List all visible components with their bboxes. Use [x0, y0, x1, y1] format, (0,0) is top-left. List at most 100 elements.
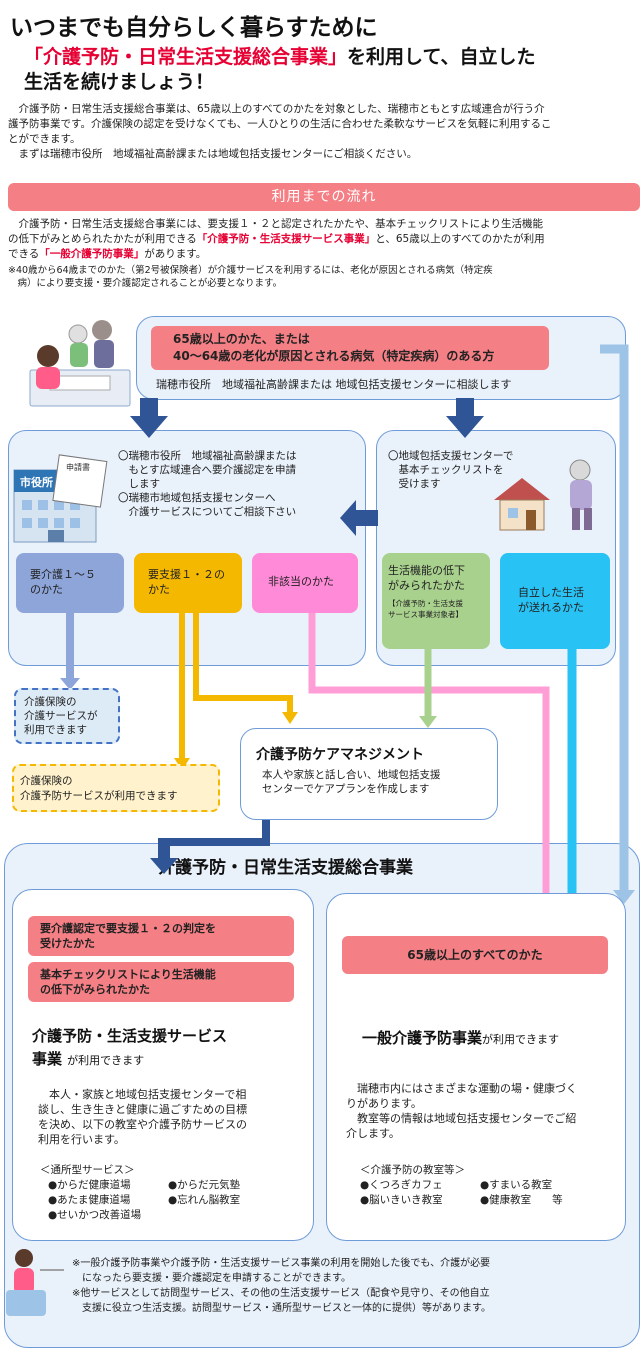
care-service-outcome: 介護保険の 介護サービスが 利用できます — [14, 688, 120, 744]
category-sublabel: 【介護予防・生活支援 — [388, 599, 463, 608]
category-label: 自立した生活 — [518, 586, 584, 599]
category-label: がみられたかた — [388, 579, 465, 592]
note-line: 病）により要支援・要介護認定されることが必要となります。 — [8, 278, 283, 289]
footnotes: ※一般介護予防事業や介護予防・生活支援サービス事業の利用を開始した後でも、介護が… — [72, 1256, 628, 1316]
list-row: ●くつろぎカフェ●すまいる教室 — [360, 1178, 596, 1193]
list-item: ●すまいる教室 — [480, 1179, 553, 1191]
condition-support12: 要介護認定で要支援１・２の判定を 受けたかた — [28, 916, 294, 956]
intro-text: 介護予防・日常生活支援総合事業は、65歳以上のすべてのかたを対象とした、瑞穂市と… — [8, 102, 640, 162]
checklist-text: 〇地域包括支援センターで 基本チェックリストを 受けます — [388, 449, 588, 491]
list-item: ●からだ元気塾 — [168, 1179, 241, 1191]
arrow-to-program — [150, 818, 270, 874]
subtitle-highlight: 「介護予防・日常生活支援総合事業」 — [24, 46, 348, 68]
flow-desc-text: できる — [8, 248, 40, 260]
service-business-suffix: が利用できます — [67, 1054, 145, 1067]
category-label: 生活機能の低下 — [388, 564, 465, 577]
checklist-line: 〇地域包括支援センターで — [388, 450, 514, 462]
day-service-list: ●からだ健康道場 ●からだ元気塾 ●あたま健康道場 ●忘れん脳教室 ●せいかつ改善道… — [48, 1178, 278, 1223]
intro-line: 介護予防・日常生活支援総合事業は、65歳以上のすべてのかたを対象とした、瑞穂市と… — [8, 103, 545, 115]
target-line: 65歳以上のかた、または — [173, 332, 310, 346]
general-prevention-title-text: 一般介護予防事業 — [362, 1029, 483, 1047]
condition-line: 要介護認定で要支援１・２の判定を — [40, 922, 216, 935]
prevention-service-outcome: 介護保険の 介護予防サービスが利用できます — [12, 764, 220, 812]
desc-line: 瑞穂市内にはさまざまな運動の場・健康づく — [346, 1082, 577, 1095]
desc-line: を決め、以下の教室や介護予防サービスの — [38, 1118, 247, 1131]
service-business-title-2: 事業 が利用できます — [32, 1048, 144, 1069]
list-item: ●せいかつ改善道場 — [48, 1209, 142, 1221]
day-service-heading: ＜通所型サービス＞ — [40, 1164, 135, 1176]
class-heading: ＜介護予防の教室等＞ — [360, 1164, 465, 1176]
arrow-down-right — [446, 398, 484, 438]
flow-note: ※40歳から64歳までのかた（第2号被保険者）が介護サービスを利用するには、老化… — [8, 264, 640, 290]
application-line: します — [118, 478, 160, 490]
care-management-title: 介護予防ケアマネジメント — [256, 747, 424, 763]
outcome-line: 介護予防サービスが利用できます — [20, 790, 178, 802]
category-care1-5: 要介護１～５ のかた — [16, 553, 124, 613]
category-decline: 生活機能の低下 がみられたかた 【介護予防・生活支援 サービス事業対象者】 — [382, 553, 490, 649]
blue-arrow-head — [613, 890, 635, 904]
checklist-line: 受けます — [388, 478, 441, 490]
condition-line: の低下がみられたかた — [40, 983, 150, 996]
laundry-illustration — [6, 1249, 64, 1316]
outcome-line: 介護サービスが — [24, 710, 98, 722]
desc-line: 教室等の情報は地域包括支援センターでご紹 — [346, 1112, 577, 1125]
list-row: ●あたま健康道場 ●忘れん脳教室 — [48, 1193, 278, 1208]
footnote-line: ※他サービスとして訪問型サービス、その他の生活支援サービス（配食や見守り、その他… — [72, 1288, 490, 1299]
list-item: ●脳いきいき教室 — [360, 1194, 443, 1206]
flow-desc-line: できる「一般介護予防事業」があります。 — [8, 247, 640, 262]
arrow-left — [340, 500, 378, 536]
desc-line: 介します。 — [346, 1127, 400, 1140]
program-title: 介護予防・日常生活支援総合事業 — [158, 858, 413, 878]
category-label: が送れるかた — [518, 601, 584, 614]
note-line: ※40歳から64歳までのかた（第2号被保険者）が介護サービスを利用するには、老化… — [8, 265, 493, 276]
page-title: いつまでも自分らしく暮らすために — [10, 15, 378, 41]
desc-line: りがあります。 — [346, 1097, 422, 1110]
consultation-illustration — [29, 320, 131, 407]
condition-line: 受けたかた — [40, 937, 95, 950]
service-business-desc: 本人・家族と地域包括支援センターで相 談し、生き生きと健康に過ごすための目標 を… — [38, 1087, 308, 1147]
flow-desc-highlight: 「一般介護予防事業」 — [39, 248, 145, 260]
flow-desc-line: 介護予防・日常生活支援総合事業には、要支援１・２と認定されたかたや、基本チェック… — [8, 218, 543, 230]
category-label: かた — [148, 583, 170, 596]
intro-line: 護予防事業です。介護保険の認定を受けなくても、一人ひとりの生活に合わせた柔軟なサ… — [8, 118, 552, 130]
category-sublabel: サービス事業対象者】 — [388, 610, 463, 619]
care-management-box — [240, 728, 498, 820]
category-not-applicable: 非該当のかた — [252, 553, 358, 613]
page-subtitle-line3: 生活を続けましょう！ — [24, 71, 215, 93]
intro-line: とができます。 — [8, 133, 81, 145]
target-box: 65歳以上のかた、または 40～64歳の老化が原因とされる病気（特定疾病）のある… — [151, 326, 549, 370]
application-line: 〇瑞穂市役所 地域福祉高齢課または — [118, 450, 297, 462]
house-illustration — [494, 459, 592, 531]
flow-desc-highlight: 「介護予防・生活支援サービス事業」 — [196, 233, 376, 245]
service-business-title-text: 事業 — [32, 1050, 63, 1068]
city-hall-label: 市役所 — [20, 476, 53, 489]
list-item: ●からだ健康道場 — [48, 1179, 131, 1191]
flow-desc-text: と、65歳以上のすべてのかたが利用 — [375, 233, 545, 245]
condition-all-65: 65歳以上のすべてのかた — [342, 936, 608, 974]
intro-line: まずは瑞穂市役所 地域福祉高齢課または地域包括支援センターにご相談ください。 — [8, 148, 418, 160]
flow-description: 介護予防・日常生活支援総合事業には、要支援１・２と認定されたかたや、基本チェック… — [8, 217, 640, 262]
category-independent: 自立した生活 が送れるかた — [500, 553, 610, 649]
flow-desc-line: の低下がみとめられたかたが利用できる「介護予防・生活支援サービス事業」と、65歳… — [8, 232, 640, 247]
application-text: 〇瑞穂市役所 地域福祉高齢課または もとす広域連合へ要介護認定を申請 します 〇… — [118, 449, 358, 519]
list-item: ●あたま健康道場 — [48, 1194, 131, 1206]
application-line: もとす広域連合へ要介護認定を申請 — [118, 464, 296, 476]
desc-line: 談し、生き生きと健康に過ごすための目標 — [38, 1103, 248, 1116]
decline-arrow-head — [419, 716, 437, 728]
support-cm-arrow-head — [282, 712, 298, 724]
condition-line: 基本チェックリストにより生活機能 — [40, 968, 216, 981]
list-row: ●からだ健康道場 ●からだ元気塾 — [48, 1178, 278, 1193]
outcome-line: 介護保険の — [24, 696, 77, 708]
list-row: ●脳いきいき教室●健康教室 等 — [360, 1193, 596, 1208]
category-support1-2: 要支援１・２の かた — [134, 553, 242, 613]
care-management-desc: 本人や家族と話し合い、地域包括支援 センターでケアプランを作成します — [262, 768, 441, 796]
general-prevention-title: 一般介護予防事業が利用できます — [362, 1027, 559, 1048]
list-item: ●忘れん脳教室 — [168, 1194, 241, 1206]
category-label: 要介護１～５ — [30, 568, 96, 581]
care-arrow-head — [60, 678, 80, 690]
service-business-title: 介護予防・生活支援サービス — [32, 1027, 228, 1045]
general-prevention-suffix: が利用できます — [482, 1033, 560, 1046]
class-list: ●くつろぎカフェ●すまいる教室 ●脳いきいき教室●健康教室 等 — [360, 1178, 596, 1208]
application-line: 介護サービスについてご相談下さい — [118, 506, 297, 518]
subtitle-rest: を利用して、自立した — [347, 46, 536, 68]
